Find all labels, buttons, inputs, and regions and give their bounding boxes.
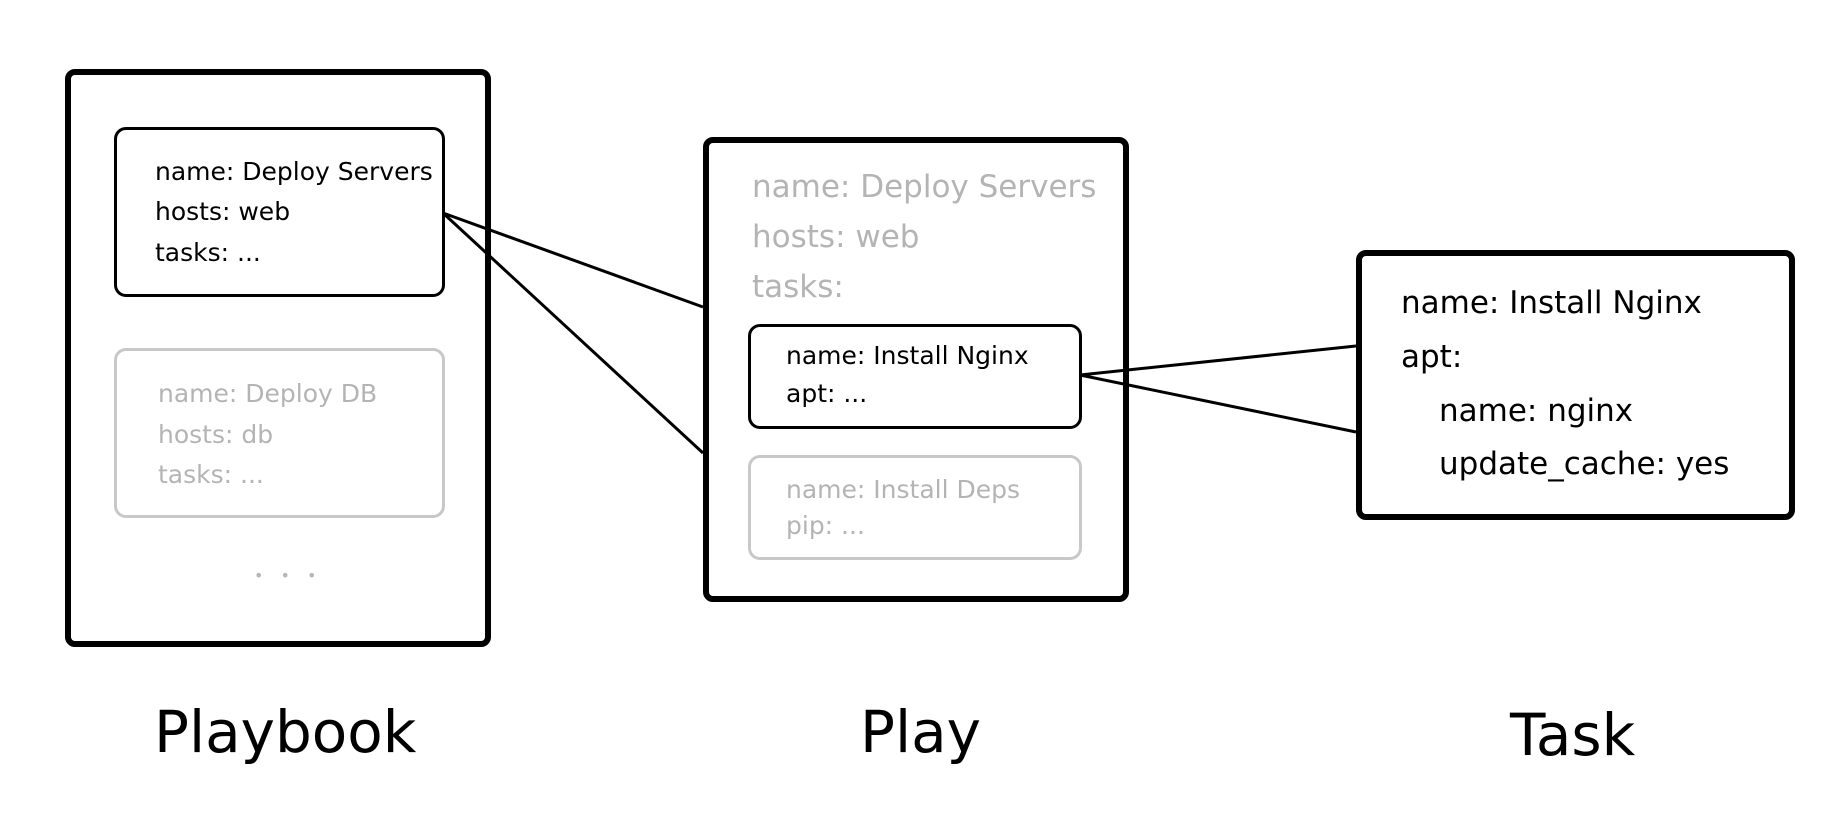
play-task-install-deps[interactable] [748,455,1082,560]
play-task-deps-name: name: Install Deps [786,475,1020,504]
play-caption: Play [860,698,981,766]
playbook-play-db-name: name: Deploy DB [158,379,378,408]
playbook-play-deploy-db[interactable] [114,348,445,518]
playbook-more-ellipsis: • • • [254,566,323,585]
play-task-nginx-module: apt: ... [786,379,868,408]
task-arg-update-cache: update_cache: yes [1439,446,1730,482]
play-tasks: tasks: [752,269,844,305]
play-container [703,137,1129,602]
task-caption: Task [1510,701,1636,769]
playbook-caption: Playbook [154,698,417,766]
task-container [1356,250,1795,520]
play-name: name: Deploy Servers [752,169,1097,205]
task-module: apt: [1401,339,1463,375]
playbook-play-db-hosts: hosts: db [158,420,274,449]
task-arg-name: name: nginx [1439,393,1634,429]
task-name: name: Install Nginx [1401,285,1702,321]
playbook-play-name: name: Deploy Servers [155,157,433,186]
playbook-play-deploy-servers[interactable] [114,127,445,297]
playbook-play-tasks: tasks: ... [155,238,261,267]
play-hosts: hosts: web [752,219,920,255]
playbook-container [65,69,491,647]
play-task-deps-module: pip: ... [786,511,865,540]
playbook-play-db-tasks: tasks: ... [158,460,264,489]
play-task-nginx-name: name: Install Nginx [786,341,1029,370]
playbook-play-hosts: hosts: web [155,197,291,226]
play-task-install-nginx[interactable] [748,324,1082,429]
